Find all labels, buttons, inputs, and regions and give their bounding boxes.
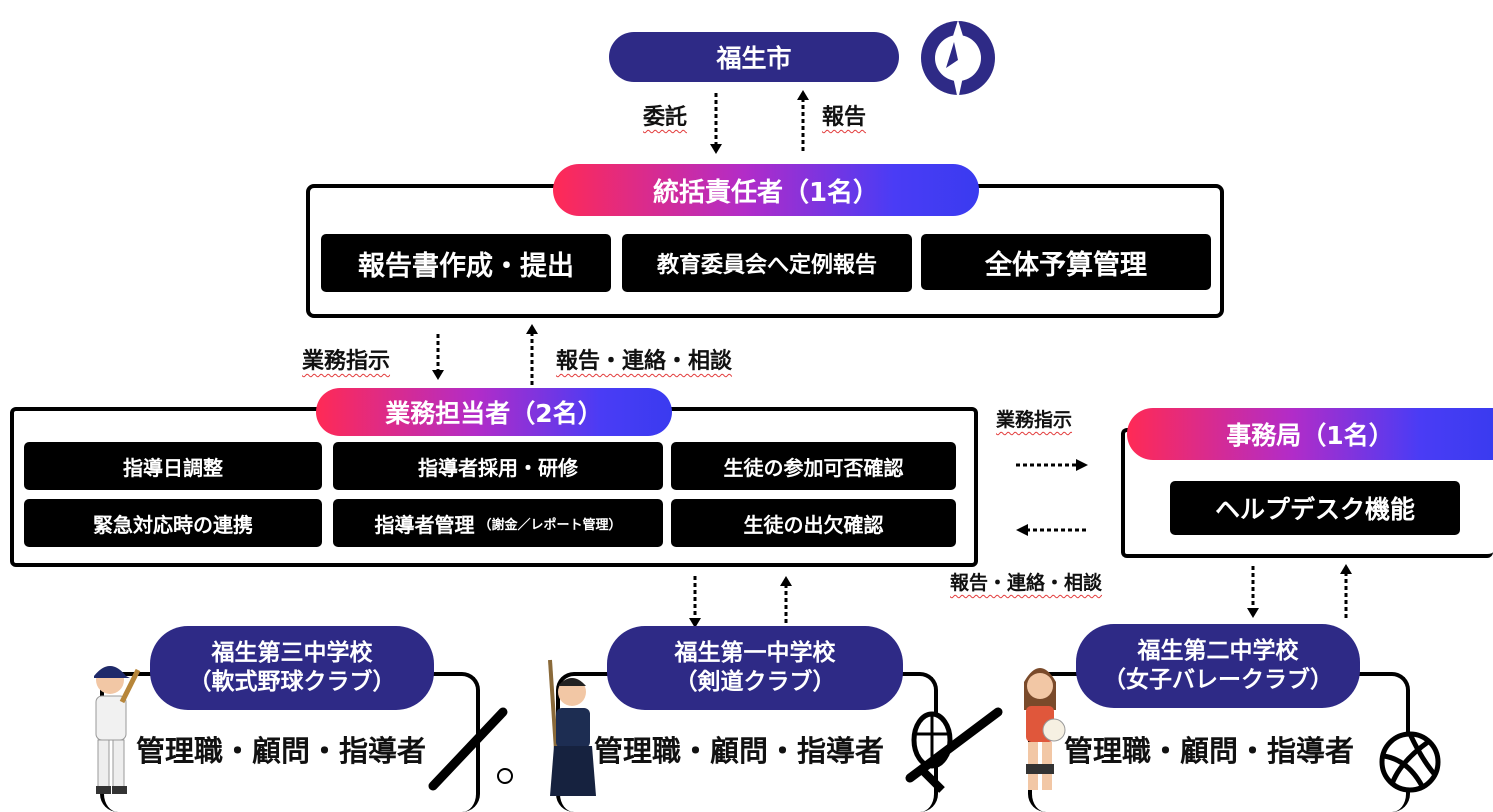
staff-task-coach-management: 指導者管理 （謝金／レポート管理） [333,499,663,547]
link-label-consult: 報告・連絡・相談 [556,349,733,374]
link-label-entrust: 委託 [643,105,688,130]
school3-title: 福生第三中学校 （軟式野球クラブ） [150,626,434,710]
arrow-up-school2 [1340,564,1352,620]
coach-management-note: （謝金／レポート管理） [478,517,622,533]
arrow-left-office [1016,524,1088,536]
staff-task-emergency: 緊急対応時の連携 [24,499,322,547]
baseball-bat-icon [428,707,513,791]
chief-title: 統括責任者（1名） [553,164,979,216]
arrow-down-school2 [1247,566,1259,618]
arrow-right-office [1016,459,1088,471]
school3-name: 福生第三中学校 [211,639,373,666]
volleyball-player-icon [1024,668,1066,790]
school2-roles: 管理職・顧問・指導者 [1064,734,1355,768]
office-title: 事務局（1名） [1127,408,1493,460]
chief-task-board-report: 教育委員会へ定例報告 [622,234,912,292]
volleyball-icon [1379,731,1441,793]
school2-club: （女子バレークラブ） [1103,667,1333,693]
staff-title: 業務担当者（2名） [316,388,672,436]
school1-name: 福生第一中学校 [674,639,836,666]
arrow-up-school1 [780,576,792,632]
school2-title: 福生第二中学校 （女子バレークラブ） [1076,624,1360,708]
staff-task-hiring: 指導者採用・研修 [333,442,663,490]
chief-task-budget: 全体予算管理 [921,234,1211,290]
school3-roles: 管理職・顧問・指導者 [136,734,427,768]
school1-title: 福生第一中学校 （剣道クラブ） [607,626,903,710]
staff-task-attendance: 生徒の出欠確認 [671,499,956,547]
city-emblem-icon [921,20,995,100]
staff-task-schedule: 指導日調整 [24,442,322,490]
arrow-up-chief [526,324,538,386]
coach-management-label: 指導者管理 [374,512,475,537]
baseball-player-icon [94,666,141,794]
arrow-down-school1 [689,576,701,628]
school1-roles: 管理職・顧問・指導者 [594,734,885,768]
office-task-helpdesk: ヘルプデスク機能 [1170,481,1460,535]
link-label-office-instruct: 業務指示 [996,409,1073,431]
arrow-down-chief [432,334,444,380]
school2-name: 福生第二中学校 [1137,637,1299,664]
arrow-down-city [710,93,722,154]
link-label-office-consult: 報告・連絡・相談 [950,572,1103,594]
link-label-instruct: 業務指示 [302,349,391,374]
kendo-mask-shinai-icon [905,707,1003,793]
kendo-player-icon [548,659,596,796]
city-name: 福生市 [716,44,792,73]
arrow-up-city [797,90,809,152]
school3-club: （軟式野球クラブ） [188,669,396,695]
city-node: 福生市 [609,32,899,82]
chief-task-report: 報告書作成・提出 [321,234,611,292]
school1-club: （剣道クラブ） [674,669,836,695]
staff-task-attendance-check: 生徒の参加可否確認 [671,442,956,490]
link-label-report: 報告 [822,105,867,130]
